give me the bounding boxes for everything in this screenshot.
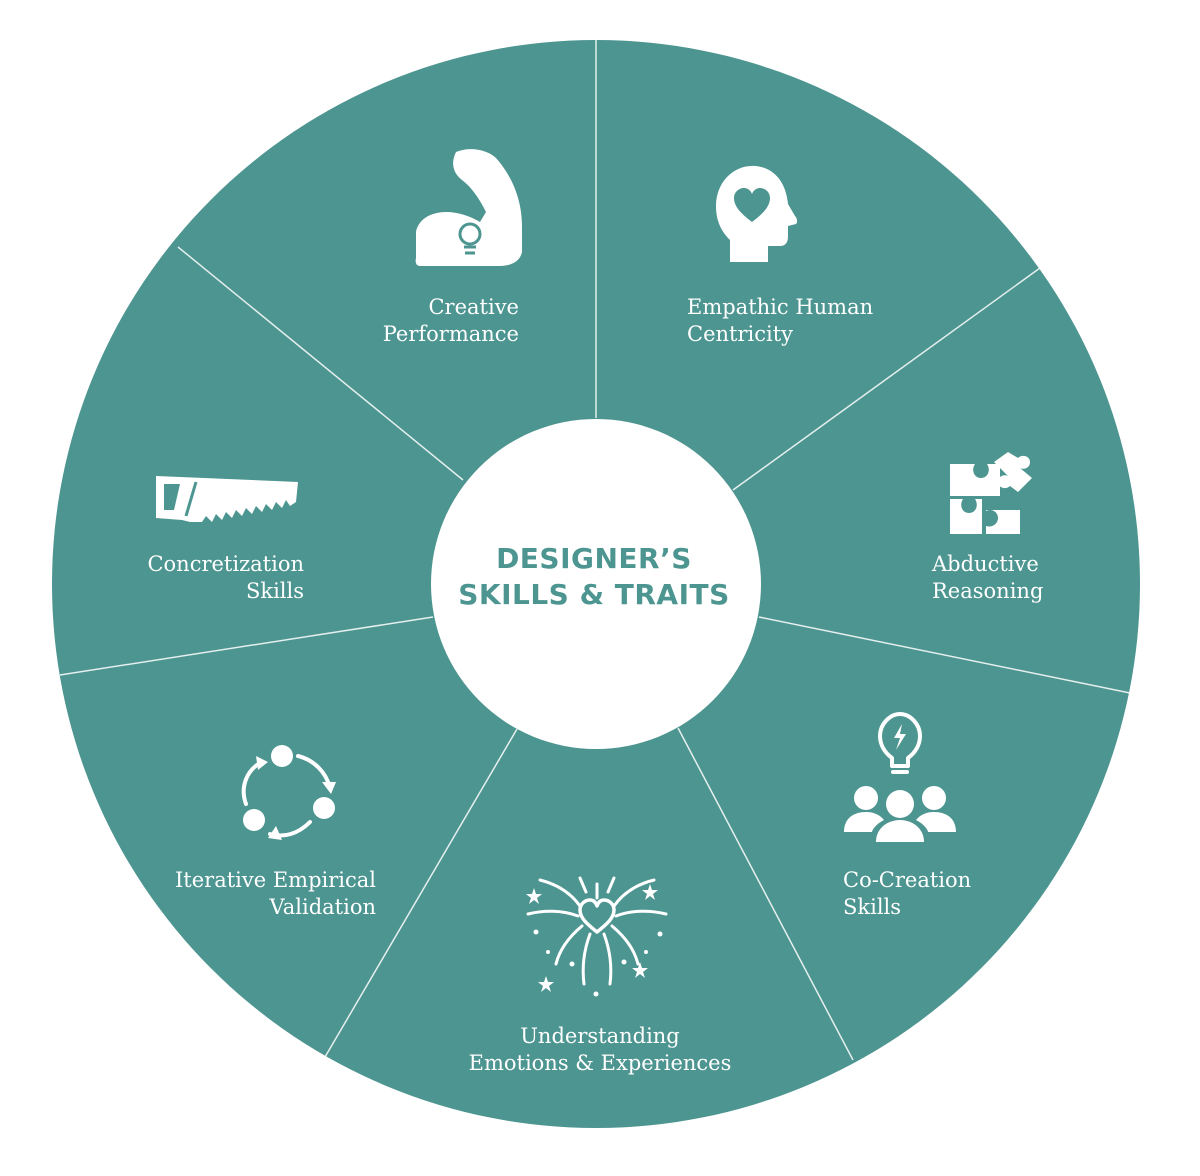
segment-concretization-skills: Concretization Skills	[147, 552, 304, 603]
segment-label-line2: Centricity	[687, 322, 793, 346]
segment-label-line2: Validation	[269, 895, 376, 919]
center-title-line1: DESIGNER’S	[496, 542, 692, 575]
segment-label-line1: Creative	[428, 295, 519, 319]
head-heart-icon	[716, 165, 798, 262]
divider-line	[59, 616, 434, 676]
divider-line	[758, 616, 1131, 694]
segment-label-line2: Emotions & Experiences	[469, 1051, 732, 1075]
segment-label-line1: Co-Creation	[843, 868, 971, 892]
cycle-arrows-icon	[241, 745, 336, 840]
team-idea-icon	[844, 712, 956, 842]
segment-label-line2: Performance	[383, 322, 519, 346]
segment-abductive-reasoning: Abductive Reasoning	[931, 552, 1043, 603]
segment-label-line1: Abductive	[931, 552, 1039, 576]
segment-label-line1: Understanding	[520, 1024, 680, 1048]
divider-line	[732, 267, 1041, 491]
segment-dividers	[59, 40, 1131, 1061]
segment-empathic-human-centricity: Empathic Human Centricity	[687, 295, 873, 346]
segment-label-line1: Iterative Empirical	[175, 868, 376, 892]
segment-creative-performance: Creative Performance	[383, 295, 519, 346]
divider-line	[177, 246, 464, 481]
center-circle	[431, 419, 761, 749]
segment-label-line1: Concretization	[147, 552, 304, 576]
divider-line	[324, 728, 518, 1058]
fireworks-heart-icon	[526, 876, 668, 997]
saw-icon	[156, 476, 298, 522]
center-title-line2: SKILLS & TRAITS	[458, 578, 730, 611]
segment-label-line2: Reasoning	[932, 579, 1043, 603]
segment-iterative-empirical-validation: Iterative Empirical Validation	[175, 868, 376, 919]
puzzle-icon	[950, 452, 1032, 534]
segment-co-creation-skills: Co-Creation Skills	[843, 868, 971, 919]
divider-line	[677, 727, 854, 1061]
segment-label-line2: Skills	[246, 579, 304, 603]
flexed-arm-lightbulb-icon	[415, 149, 522, 266]
segment-understanding-emotions: Understanding Emotions & Experiences	[469, 1024, 732, 1075]
segment-label-line2: Skills	[843, 895, 901, 919]
segment-label-line1: Empathic Human	[687, 295, 873, 319]
